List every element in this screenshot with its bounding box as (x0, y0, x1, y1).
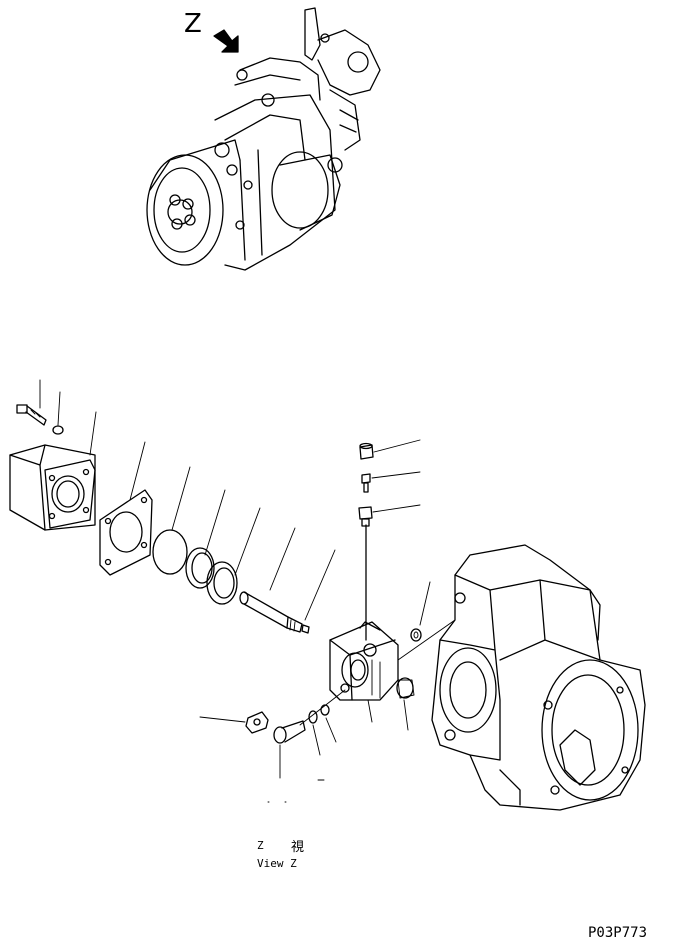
shaft-part (239, 591, 303, 633)
pump-housing-part (431, 544, 646, 811)
cover-housing-part (9, 444, 96, 531)
washer-part (410, 628, 422, 642)
fitting-parts (358, 442, 374, 527)
pump-assembly-overview (146, 7, 381, 271)
view-z-marker: Z (184, 9, 239, 53)
gasket-part (99, 489, 153, 576)
valve-block-part (329, 621, 399, 701)
view-z-caption: Z 視 View Z (257, 839, 304, 870)
bolt-part (16, 404, 64, 435)
caption-view-kanji: 視 (291, 840, 304, 855)
caption-view-z: View Z (257, 857, 297, 870)
caption-z-letter: Z (257, 839, 264, 852)
exploded-view (9, 379, 646, 811)
view-z-letter: Z (184, 9, 202, 39)
nut-part (396, 677, 415, 699)
drawing-number: P03P773 (588, 925, 647, 941)
bracket-part (245, 711, 269, 734)
pin-part (301, 624, 310, 634)
seal-ring-part (185, 547, 238, 605)
mounting-bolt-part (273, 720, 306, 744)
o-ring-part (152, 529, 188, 575)
view-direction-arrow (213, 29, 239, 53)
